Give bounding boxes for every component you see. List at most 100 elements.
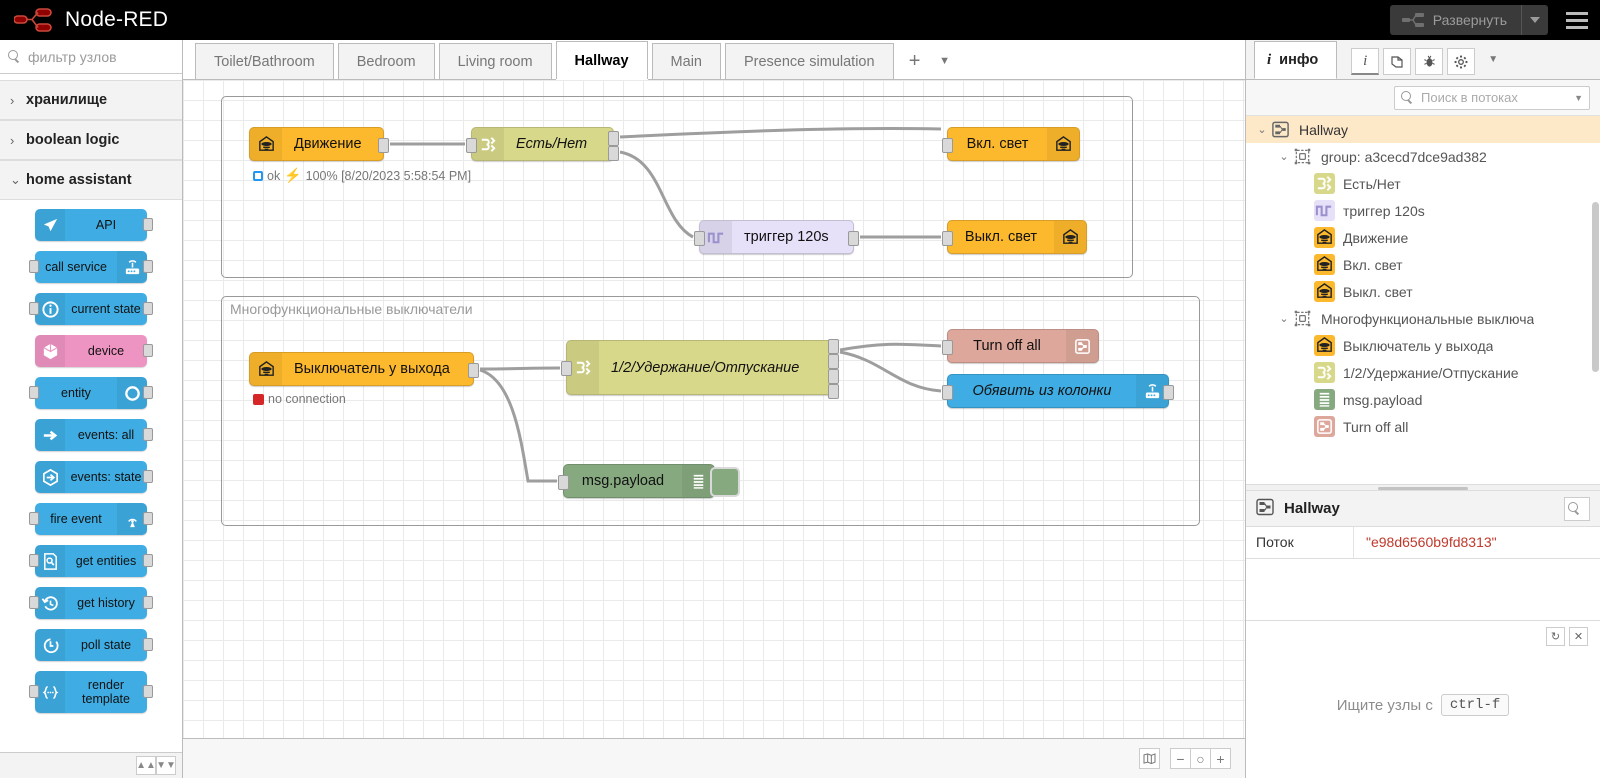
node-input-port[interactable] — [29, 512, 39, 525]
flow-search-box[interactable]: ▼ — [1394, 85, 1590, 110]
palette-node-entity[interactable]: entity — [29, 377, 153, 409]
node-output-port[interactable] — [143, 428, 153, 441]
flow-node-dvizhenie[interactable]: Движение — [249, 127, 389, 161]
sidebar-tab-info[interactable]: i инфо — [1254, 41, 1338, 79]
tree-item[interactable]: 1/2/Удержание/Отпускание — [1246, 359, 1600, 386]
node-input-port[interactable] — [942, 384, 953, 400]
refresh-icon[interactable]: ↻ — [1546, 627, 1565, 646]
node-input-port[interactable] — [694, 230, 705, 246]
flow-tab-presence-simulation[interactable]: Presence simulation — [724, 43, 894, 79]
flow-tab-hallway[interactable]: Hallway — [555, 41, 648, 79]
node-output-port[interactable] — [143, 596, 153, 609]
flow-node-vkl_svet[interactable]: Вкл. свет — [942, 127, 1080, 161]
node-output-port[interactable] — [143, 260, 153, 273]
palette-node-current-state[interactable]: current state — [29, 293, 153, 325]
node-output-port[interactable] — [143, 344, 153, 357]
node-input-port[interactable] — [29, 302, 39, 315]
add-flow-button[interactable]: + — [908, 49, 921, 72]
chevron-down-icon[interactable]: ⌄ — [1257, 124, 1267, 136]
zoom-out-icon[interactable]: − — [1170, 748, 1191, 769]
node-output-port[interactable] — [828, 339, 839, 354]
node-input-port[interactable] — [29, 554, 39, 567]
flow-node-turnoffall[interactable]: Turn off all — [942, 329, 1099, 363]
palette-node-fire-event[interactable]: fire event — [29, 503, 153, 535]
palette-filter-input[interactable] — [26, 47, 176, 66]
node-output-port[interactable] — [143, 638, 153, 651]
palette-category-boolean-logic[interactable]: › boolean logic — [0, 120, 182, 160]
expand-all-icon[interactable]: ▼▼ — [156, 756, 176, 775]
node-output-port[interactable] — [143, 470, 153, 483]
zoom-reset-icon[interactable]: ○ — [1190, 748, 1211, 769]
palette-node-render-template[interactable]: render template — [29, 671, 153, 713]
tree-item[interactable]: Выключатель у выхода — [1246, 332, 1600, 359]
node-output-port[interactable] — [143, 554, 153, 567]
info-icon[interactable]: i — [1351, 48, 1380, 75]
sidebar-menu-button[interactable]: ▼ — [1488, 54, 1499, 65]
help-book-icon[interactable] — [1383, 48, 1412, 75]
chevron-down-icon[interactable]: ⌄ — [1279, 313, 1289, 325]
node-input-port[interactable] — [29, 386, 39, 399]
tree-item[interactable]: Turn off all — [1246, 413, 1600, 440]
flow-tab-main[interactable]: Main — [651, 43, 721, 79]
tree-item[interactable]: Выкл. свет — [1246, 278, 1600, 305]
node-input-port[interactable] — [29, 685, 39, 698]
node-output-port[interactable] — [143, 302, 153, 315]
palette-node-call-service[interactable]: call service — [29, 251, 153, 283]
node-output-port[interactable] — [143, 685, 153, 698]
node-output-port[interactable] — [378, 138, 389, 153]
palette-node-events-state[interactable]: events: state — [35, 461, 153, 493]
flow-tab-toilet-bathroom[interactable]: Toilet/Bathroom — [195, 43, 334, 79]
flow-group[interactable] — [221, 96, 1133, 278]
deploy-button[interactable]: Развернуть — [1389, 5, 1548, 35]
tree-item[interactable]: Вкл. свет — [1246, 251, 1600, 278]
navigator-icon[interactable] — [1139, 748, 1160, 769]
zoom-in-icon[interactable]: + — [1210, 748, 1231, 769]
node-output-port[interactable] — [828, 354, 839, 369]
node-input-port[interactable] — [558, 474, 569, 490]
node-output-port[interactable] — [143, 218, 153, 231]
chevron-down-icon[interactable]: ▼ — [1574, 92, 1583, 103]
node-output-port[interactable] — [608, 130, 619, 146]
palette-node-get-history[interactable]: get history — [29, 587, 153, 619]
node-output-port[interactable] — [468, 363, 479, 378]
chevron-down-icon[interactable]: ⌄ — [1279, 151, 1289, 163]
palette-node-poll-state[interactable]: poll state — [35, 629, 153, 661]
deploy-dropdown-toggle[interactable] — [1522, 5, 1548, 35]
hamburger-menu-icon[interactable] — [1554, 0, 1600, 40]
node-output-port[interactable] — [1163, 385, 1174, 400]
flow-node-estnet[interactable]: Есть/Нет — [466, 127, 619, 161]
node-output-port[interactable] — [608, 145, 619, 161]
tree-item[interactable]: Движение — [1246, 224, 1600, 251]
flow-node-vykl_svet[interactable]: Выкл. свет — [942, 220, 1087, 254]
palette-search[interactable] — [0, 40, 182, 74]
node-input-port[interactable] — [942, 339, 953, 355]
node-output-port[interactable] — [143, 386, 153, 399]
palette-category-home-assistant[interactable]: ⌄ home assistant — [0, 160, 182, 200]
tree-item[interactable]: ⌄Hallway — [1246, 116, 1600, 143]
flow-tabs-menu-button[interactable]: ▼ — [939, 55, 950, 67]
tree-item[interactable]: ⌄group: a3cecd7dce9ad382 — [1246, 143, 1600, 170]
flow-node-uderzhanie[interactable]: 1/2/Удержание/Отпускание — [561, 339, 839, 399]
node-output-port[interactable] — [143, 512, 153, 525]
collapse-all-icon[interactable]: ▲▲ — [136, 756, 156, 775]
gear-icon[interactable] — [1447, 48, 1476, 75]
flow-node-trigger[interactable]: триггер 120s — [694, 220, 859, 254]
flow-tab-living-room[interactable]: Living room — [438, 43, 552, 79]
node-input-port[interactable] — [29, 596, 39, 609]
flow-node-debug[interactable]: msg.payload — [558, 464, 740, 498]
node-output-port[interactable] — [828, 384, 839, 399]
palette-node-api[interactable]: API — [35, 209, 153, 241]
flow-group[interactable]: Многофункциональные выключатели — [221, 296, 1200, 526]
debug-bug-icon[interactable] — [1415, 48, 1444, 75]
node-input-port[interactable] — [561, 361, 572, 376]
palette-scroll-area[interactable]: › хранилище › boolean logic ⌄ home assis… — [0, 74, 182, 752]
deploy-button-main[interactable]: Развернуть — [1390, 5, 1522, 35]
palette-category-storage[interactable]: › хранилище — [0, 80, 182, 120]
flow-canvas[interactable]: Многофункциональные выключатели Движение… — [183, 80, 1245, 738]
node-input-port[interactable] — [942, 230, 953, 246]
debug-enable-toggle[interactable] — [710, 467, 740, 497]
palette-node-events-all[interactable]: events: all — [35, 419, 153, 451]
flow-node-vykl_vyhod[interactable]: Выключатель у выхода — [249, 352, 479, 386]
tree-item[interactable]: триггер 120s — [1246, 197, 1600, 224]
